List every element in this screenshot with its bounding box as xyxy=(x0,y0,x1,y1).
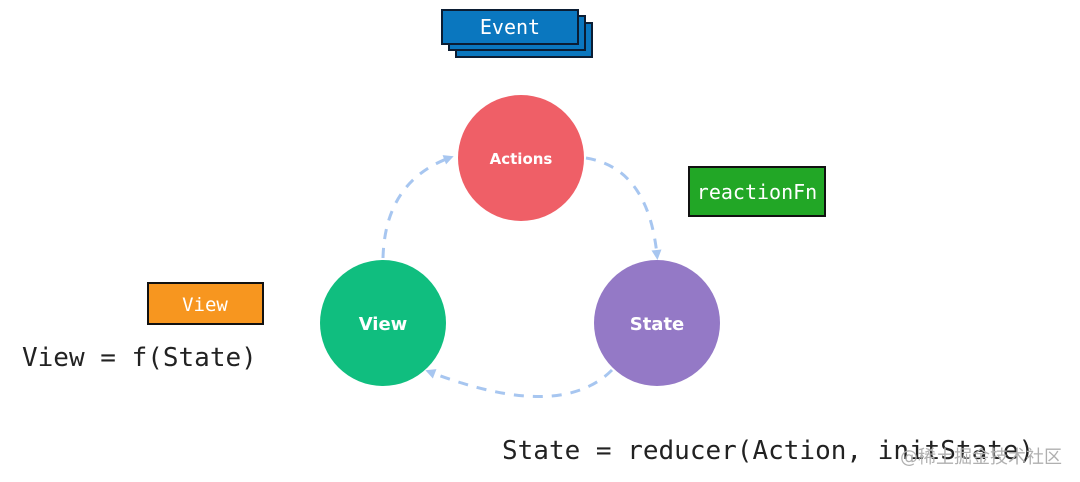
actions-label: Actions xyxy=(490,150,553,168)
state-label: State xyxy=(630,314,685,335)
view-tag: View xyxy=(147,282,264,325)
state-node: State xyxy=(594,260,720,386)
reaction-fn-tag: reactionFn xyxy=(688,166,826,217)
arrow-state-to-view xyxy=(425,368,614,398)
view-circle xyxy=(320,260,446,386)
arrow-actions-to-state xyxy=(585,156,662,260)
state-circle xyxy=(594,260,720,386)
actions-circle xyxy=(458,95,584,221)
event-tag-front-layer xyxy=(441,9,579,45)
view-formula: View = f(State) xyxy=(22,343,257,373)
view-tag-box xyxy=(147,282,264,325)
view-node: View xyxy=(320,260,446,386)
event-tag-label: Event xyxy=(480,15,540,39)
arrow-view-to-actions xyxy=(381,155,454,259)
reaction-fn-tag-label: reactionFn xyxy=(697,180,817,204)
view-label: View xyxy=(359,314,408,335)
watermark-text: @稀土掘金技术社区 xyxy=(900,447,1062,468)
view-tag-label: View xyxy=(182,294,228,316)
event-tag: Event xyxy=(441,9,593,58)
reaction-fn-tag-box xyxy=(688,166,826,217)
state-formula: State = reducer(Action, initState) xyxy=(502,436,1034,466)
actions-node: Actions xyxy=(458,95,584,221)
